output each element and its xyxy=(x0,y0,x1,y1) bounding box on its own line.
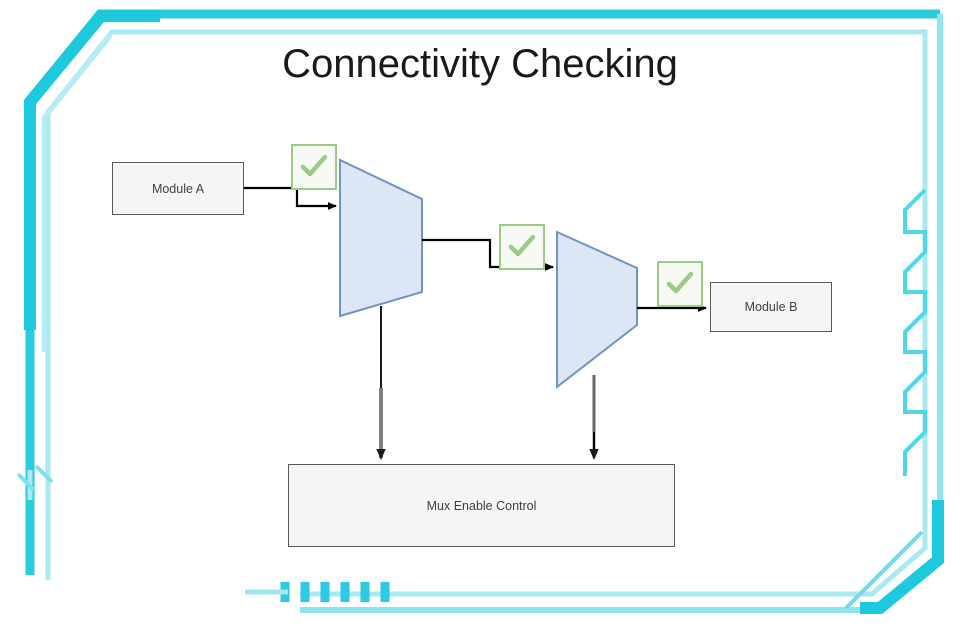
frame-diagonal-notch-2 xyxy=(34,464,54,484)
mux-1[interactable] xyxy=(339,158,423,318)
check-icon xyxy=(300,154,328,177)
node-module-a[interactable]: Module A xyxy=(112,162,244,215)
check-icon xyxy=(666,271,694,294)
check-icon xyxy=(508,234,536,257)
page-title: Connectivity Checking xyxy=(282,42,678,86)
node-module-a-label: Module A xyxy=(151,181,205,196)
status-badge-connection-2[interactable] xyxy=(499,224,545,270)
status-badge-connection-3[interactable] xyxy=(657,261,703,307)
status-badge-connection-1[interactable] xyxy=(291,144,337,190)
node-module-b[interactable]: Module B xyxy=(710,282,832,332)
mux-2[interactable] xyxy=(556,230,638,390)
circuit-trace-zigzag xyxy=(903,188,927,476)
frame-diagonal-notch-1 xyxy=(16,472,36,492)
connector-module-a-to-mux-1 xyxy=(244,186,337,210)
frame-accent-bottom-right xyxy=(860,500,944,614)
frame-diagonal-trace-top-left xyxy=(41,34,112,352)
node-mux-enable-control-label: Mux Enable Control xyxy=(426,498,537,513)
frame-accent-top-left xyxy=(24,10,160,330)
node-mux-enable-control[interactable]: Mux Enable Control xyxy=(288,464,675,547)
frame-diagonal-trace-bottom-right xyxy=(844,530,924,610)
node-module-b-label: Module B xyxy=(744,300,798,314)
